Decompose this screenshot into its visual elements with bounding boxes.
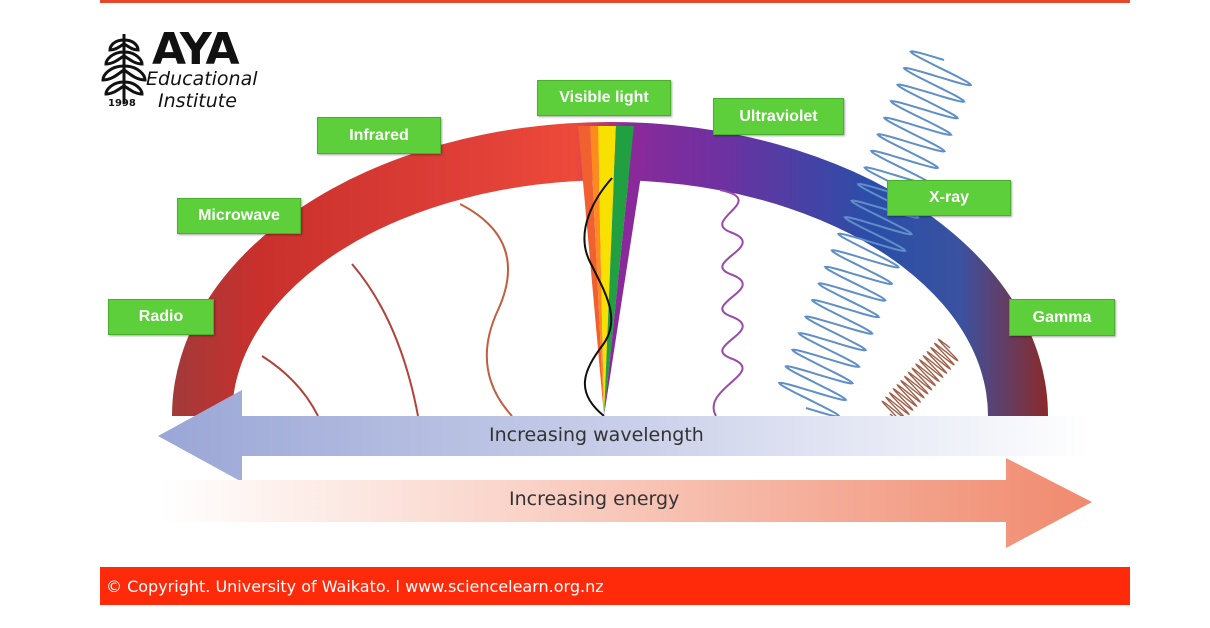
low-frequency-waves xyxy=(261,203,513,417)
logo-line-institute: Institute xyxy=(158,90,237,112)
infrared-wave xyxy=(459,203,513,417)
gamma-wave xyxy=(881,338,959,424)
visible-wave xyxy=(583,177,613,417)
copyright-footer: © Copyright. University of Waikato. l ww… xyxy=(100,567,1130,605)
band-label-ultraviolet: Ultraviolet xyxy=(713,98,844,135)
xray-wave xyxy=(777,50,973,418)
tree-icon xyxy=(101,34,147,104)
aya-logo: AYA Educational Institute 1998 xyxy=(100,28,270,118)
band-label-xray: X-ray xyxy=(887,180,1011,216)
radio-wave xyxy=(261,355,319,417)
spectrum-arc xyxy=(172,122,1048,416)
logo-year: 1998 xyxy=(108,98,136,109)
copyright-text: © Copyright. University of Waikato. l ww… xyxy=(106,576,604,596)
microwave-wave xyxy=(351,263,419,417)
band-label-radio: Radio xyxy=(108,299,214,335)
logo-line-educational: Educational xyxy=(146,68,258,90)
logo-brand: AYA xyxy=(152,24,240,75)
energy-arrow xyxy=(160,458,1092,548)
wavelength-arrow-label: Increasing wavelength xyxy=(489,424,704,446)
energy-arrow-label: Increasing energy xyxy=(509,488,680,510)
wavelength-arrow xyxy=(158,390,1090,482)
top-rule xyxy=(100,0,1130,3)
band-label-visible: Visible light xyxy=(537,80,671,116)
band-label-infrared: Infrared xyxy=(317,117,441,154)
ultraviolet-wave xyxy=(712,189,744,417)
visible-light-wedge xyxy=(578,126,648,416)
band-label-gamma: Gamma xyxy=(1009,299,1115,336)
band-label-microwave: Microwave xyxy=(177,198,301,234)
